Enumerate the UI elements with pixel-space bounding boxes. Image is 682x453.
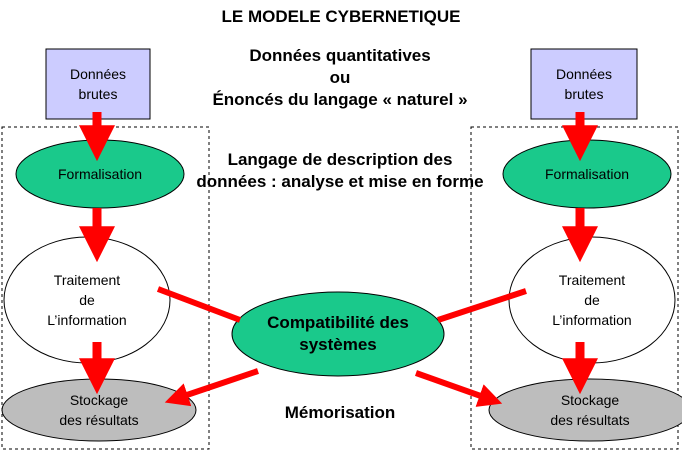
- right-treatment-hub-connector: [437, 288, 527, 323]
- or-label: ou: [329, 68, 351, 87]
- quantitative-data-label: Données quantitatives: [249, 46, 431, 65]
- hub-to-left-storage-arrow: [164, 368, 259, 407]
- diagram-title: LE MODELE CYBERNETIQUE: [221, 7, 461, 26]
- left-raw-data-box: [45, 48, 151, 120]
- memorisation-label: Mémorisation: [284, 403, 396, 422]
- hub-to-right-storage-arrow: [414, 370, 503, 407]
- right-formalisation-label: Formalisation: [544, 166, 630, 182]
- description-language-line2: données : analyse et mise en forme: [196, 172, 484, 191]
- left-formalisation-label: Formalisation: [57, 166, 143, 182]
- natural-language-label: Énoncés du langage « naturel »: [212, 90, 468, 109]
- left-treatment-hub-connector: [156, 286, 242, 323]
- description-language-line1: Langage de description des: [227, 150, 453, 169]
- hub-ellipse: [231, 291, 445, 377]
